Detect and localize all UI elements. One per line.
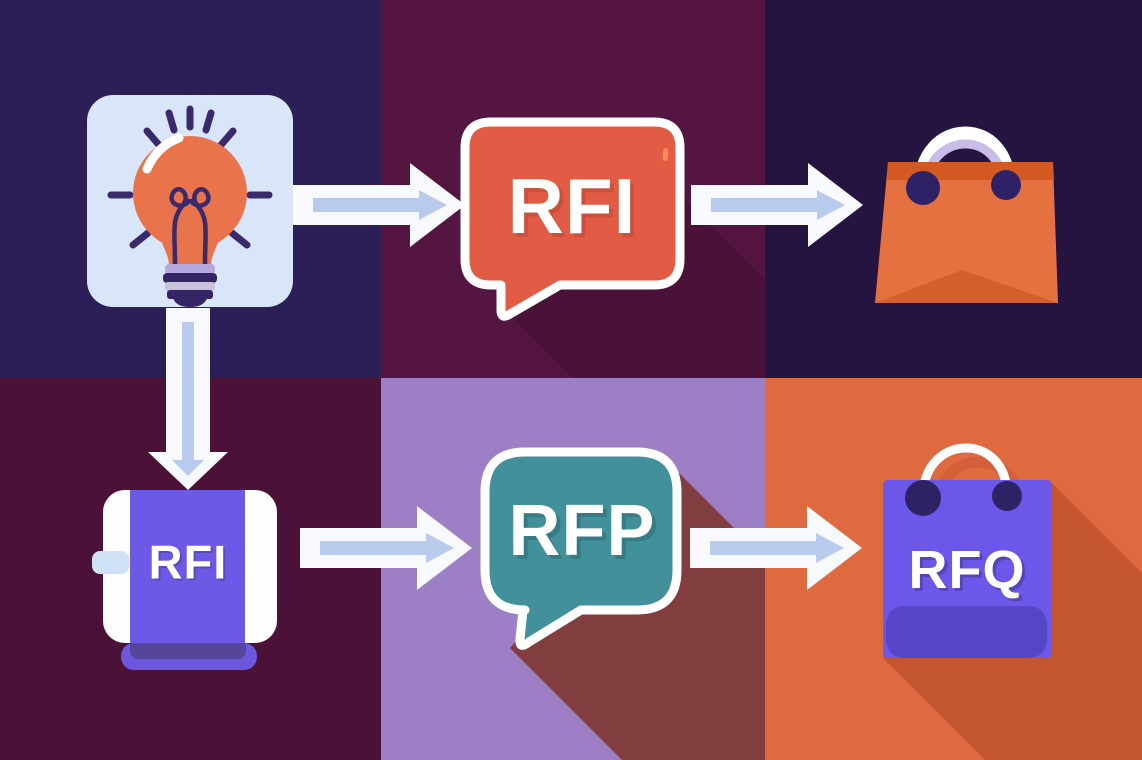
rfq-bag-icon <box>883 443 1052 658</box>
rfq-grommet-left <box>905 480 941 516</box>
lightbulb-base <box>163 264 217 307</box>
lightbulb-icon <box>107 105 273 307</box>
rfi-document-pages <box>121 643 257 670</box>
rfi-bubble-label: RFI <box>507 162 637 250</box>
rfq-bag-label: RFQ <box>908 540 1026 600</box>
rfq-bag-handle <box>918 443 1012 502</box>
rfi-document-cover <box>130 490 245 643</box>
arrow-idea-to-document-icon <box>148 308 228 490</box>
rfi-speech-bubble <box>460 117 685 321</box>
shopping-bag-icon <box>875 126 1058 303</box>
bag-grommet-right <box>991 170 1021 200</box>
rfi-document-label: RFI <box>148 535 228 589</box>
lightbulb-rays <box>107 105 273 249</box>
arrow-rfi-to-bag-icon <box>691 163 863 247</box>
arrow-idea-to-rfi-icon <box>293 163 465 247</box>
lightbulb-filament <box>169 187 211 268</box>
arrow-document-to-rfp-icon <box>300 506 472 590</box>
idea-card <box>87 95 293 307</box>
rfi-bubble-tick-mark <box>662 147 669 162</box>
rfp-bubble-label: RFP <box>508 491 656 571</box>
rfp-speech-bubble <box>480 447 682 650</box>
arrow-rfp-to-rfq-icon <box>690 506 862 590</box>
bag-grommet-left <box>906 171 940 205</box>
rfi-document-bookmark-tab <box>92 551 129 574</box>
rfq-bag-bottom-strip <box>886 606 1047 658</box>
rfi-document-pages-shadow <box>130 643 246 659</box>
rfq-grommet-right <box>992 481 1022 511</box>
